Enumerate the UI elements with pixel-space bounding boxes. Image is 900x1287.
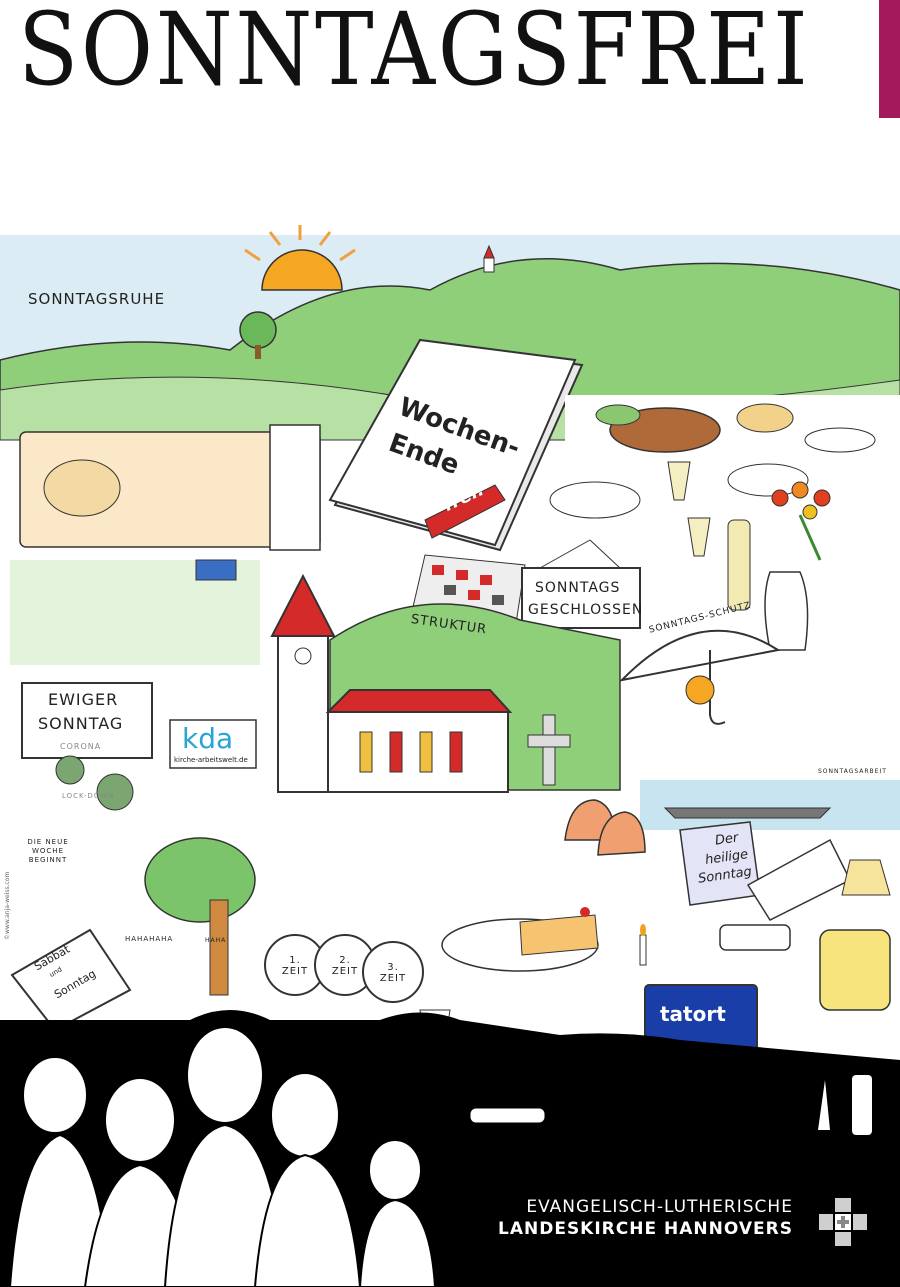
holy-sunday-book-icon xyxy=(679,821,852,921)
label-zeit-2: 2. ZEIT xyxy=(331,955,359,977)
vase-icon xyxy=(764,571,809,651)
label-tatort: tatort xyxy=(660,1002,726,1026)
label-kda: kda xyxy=(182,722,234,755)
label-credit: ©www.anja-weiss.com xyxy=(4,871,11,940)
candle-icon xyxy=(639,924,647,966)
label-ewiger-2: SONNTAG xyxy=(38,714,124,733)
sabbat-book-icon xyxy=(10,928,132,1032)
label-sonntags-geschlossen-2: GESCHLOSSEN xyxy=(528,602,644,618)
dinner-table xyxy=(549,395,900,611)
clock-icons xyxy=(264,934,424,1003)
sleeping-person xyxy=(43,459,121,517)
publisher-line-2: LANDESKIRCHE HANNOVERS xyxy=(498,1219,793,1239)
label-hahaha-1: HAHAHAHA xyxy=(125,935,174,943)
rowing-boat-icon xyxy=(663,807,832,819)
tree-icon xyxy=(239,311,277,359)
armchair-icon xyxy=(819,859,891,1011)
page-title: SONNTAGSFREI xyxy=(18,0,811,108)
umbrella-icon xyxy=(619,629,781,725)
church-icon xyxy=(270,573,513,793)
people-group xyxy=(8,1026,437,1287)
wine-bottle-icon xyxy=(852,1075,872,1135)
label-sonntagsarbeit: SONNTAGSARBEIT xyxy=(818,768,887,775)
climbing-tree-icon xyxy=(144,837,256,996)
closed-sign xyxy=(521,567,641,629)
flower-bouquet-icon xyxy=(771,481,831,561)
wine-glass-icon xyxy=(818,1080,830,1130)
label-kda-url: kirche-arbeitswelt.de xyxy=(174,756,248,764)
snack-bowl-icon xyxy=(469,1107,546,1124)
publisher-line-1: EVANGELISCH-LUTHERISCHE xyxy=(526,1197,793,1217)
label-corona: CORONA xyxy=(60,742,102,751)
bell-icon xyxy=(564,799,646,856)
label-neue-woche: DIE NEUE WOCHE BEGINNT xyxy=(27,838,69,864)
label-hahaha-2: HAHA xyxy=(205,937,227,944)
label-sonntagsruhe: SONNTAGSRUHE xyxy=(28,290,166,308)
cake-icon xyxy=(441,907,599,972)
accent-bar xyxy=(879,0,900,118)
ewiger-sonntag-sign xyxy=(21,682,153,759)
virus-icon xyxy=(55,755,134,811)
grave-cross-icon xyxy=(527,714,571,786)
weekend-book-icon xyxy=(328,338,584,552)
sun-icon xyxy=(244,225,356,291)
bed-headboard xyxy=(269,424,321,551)
label-zeit-1: 1. ZEIT xyxy=(281,955,309,977)
river xyxy=(640,780,900,830)
label-ewiger-1: EWIGER xyxy=(48,690,119,709)
cross-logo-icon xyxy=(819,1198,867,1246)
label-lockdown: LOCK-DOWN xyxy=(62,792,115,800)
greek-flag-icon xyxy=(195,559,237,581)
label-heilige-1: Der xyxy=(714,830,740,849)
small-church-icon xyxy=(483,244,495,273)
footer-area xyxy=(0,1010,900,1287)
kda-sign xyxy=(169,719,257,769)
label-sonntags-geschlossen-1: SONNTAGS xyxy=(535,580,621,596)
bathtub-icon xyxy=(719,924,791,951)
publisher-name: EVANGELISCH-LUTHERISCHE LANDESKIRCHE HAN… xyxy=(498,1196,793,1240)
label-zeit-3: 3. ZEIT xyxy=(379,962,407,984)
